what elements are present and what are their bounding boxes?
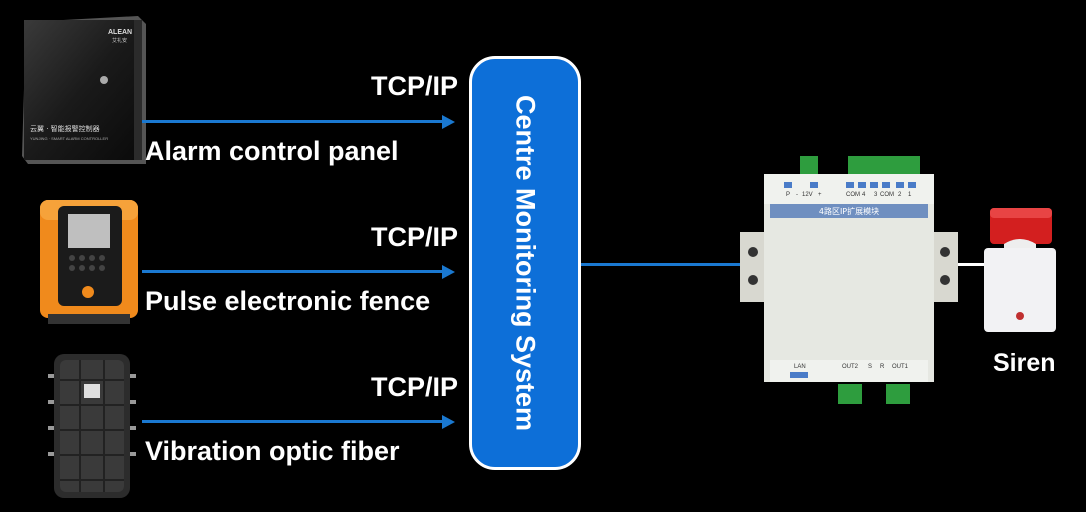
optic-fiber-label: Vibration optic fiber <box>145 436 400 466</box>
term-out1: OUT1 <box>892 364 909 370</box>
term-2: 2 <box>898 192 902 198</box>
arrow-2-head <box>442 265 455 279</box>
alarm-control-panel-label: Alarm control panel <box>145 136 399 166</box>
term-com2: COM <box>880 192 894 198</box>
centre-monitoring-system: Centre Monitoring System <box>469 56 581 470</box>
term-12v: 12V <box>802 192 813 198</box>
term-plus: + <box>818 192 822 198</box>
centre-monitoring-label: Centre Monitoring System <box>510 94 541 432</box>
term-3: 3 <box>874 192 878 198</box>
term-s: S <box>868 364 872 370</box>
pulse-fence-label: Pulse electronic fence <box>145 286 431 316</box>
arrow-1-head <box>442 115 455 129</box>
panel-caption-cn: 云翼 · 智能报警控制器 <box>30 124 100 133</box>
panel-brand: ALEAN <box>108 29 132 36</box>
protocol-label-2: TCP/IP <box>371 222 459 252</box>
alarm-control-panel-image: ALEAN 艾礼安 云翼 · 智能报警控制器 YUNJING · SMART A… <box>20 14 148 166</box>
protocol-label-1: TCP/IP <box>371 71 459 101</box>
term-out2: OUT2 <box>842 364 859 370</box>
term-com1: COM <box>846 192 860 198</box>
arrow-2 <box>142 270 442 273</box>
term-1: 1 <box>908 192 912 198</box>
arrow-3 <box>142 420 442 423</box>
panel-brand-cn: 艾礼安 <box>112 37 127 44</box>
siren-link <box>958 263 986 266</box>
term-p: P <box>786 192 790 198</box>
protocol-label-3: TCP/IP <box>371 372 459 402</box>
module-link <box>581 263 763 266</box>
term-lan: LAN <box>794 364 806 370</box>
term-4: 4 <box>862 192 866 198</box>
pulse-fence-image <box>38 196 140 326</box>
arrow-3-head <box>442 415 455 429</box>
siren-label: Siren <box>993 349 1056 377</box>
term-minus: - <box>796 192 798 198</box>
module-title: 4路区IP扩展模块 <box>819 206 879 216</box>
arrow-1 <box>142 120 442 123</box>
ip-expansion-module-image: 4路区IP扩展模块 P - 12V + COM 4 3 COM 2 1 LAN … <box>738 152 960 408</box>
panel-caption-en: YUNJING · SMART ALARM CONTROLLER <box>30 136 108 141</box>
optic-fiber-image <box>46 350 138 500</box>
siren-image <box>982 208 1058 334</box>
term-r: R <box>880 364 885 370</box>
